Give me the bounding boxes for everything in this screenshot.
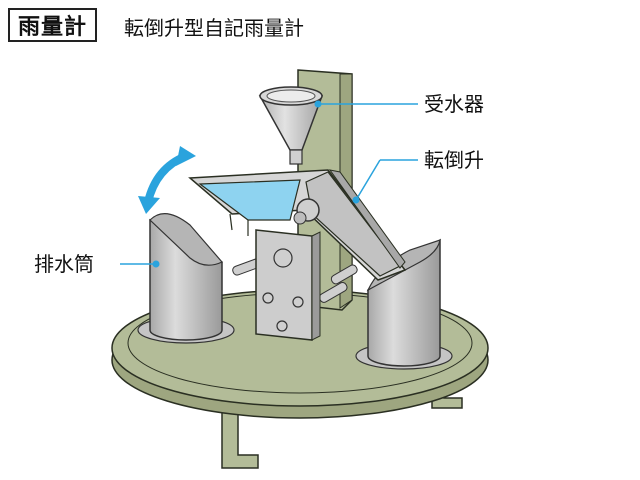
- right-drain-tube: [355, 238, 453, 370]
- diagram-title: 雨量計: [8, 8, 98, 42]
- receiver-funnel: [258, 86, 324, 165]
- left-drain-tube: [137, 213, 235, 344]
- diagram-title-text: 雨量計: [18, 15, 88, 40]
- diagram-subtitle: 転倒升型自記雨量計: [124, 16, 304, 40]
- label-drain-tube: 排水筒: [34, 252, 94, 276]
- front-bracket-plate: [255, 229, 321, 341]
- label-tipping-bucket: 転倒升: [424, 148, 484, 172]
- label-receiver: 受水器: [424, 92, 484, 116]
- label-pointers: [120, 100, 418, 268]
- tipping-bucket: [188, 169, 407, 281]
- curved-double-arrow-icon: [138, 146, 196, 214]
